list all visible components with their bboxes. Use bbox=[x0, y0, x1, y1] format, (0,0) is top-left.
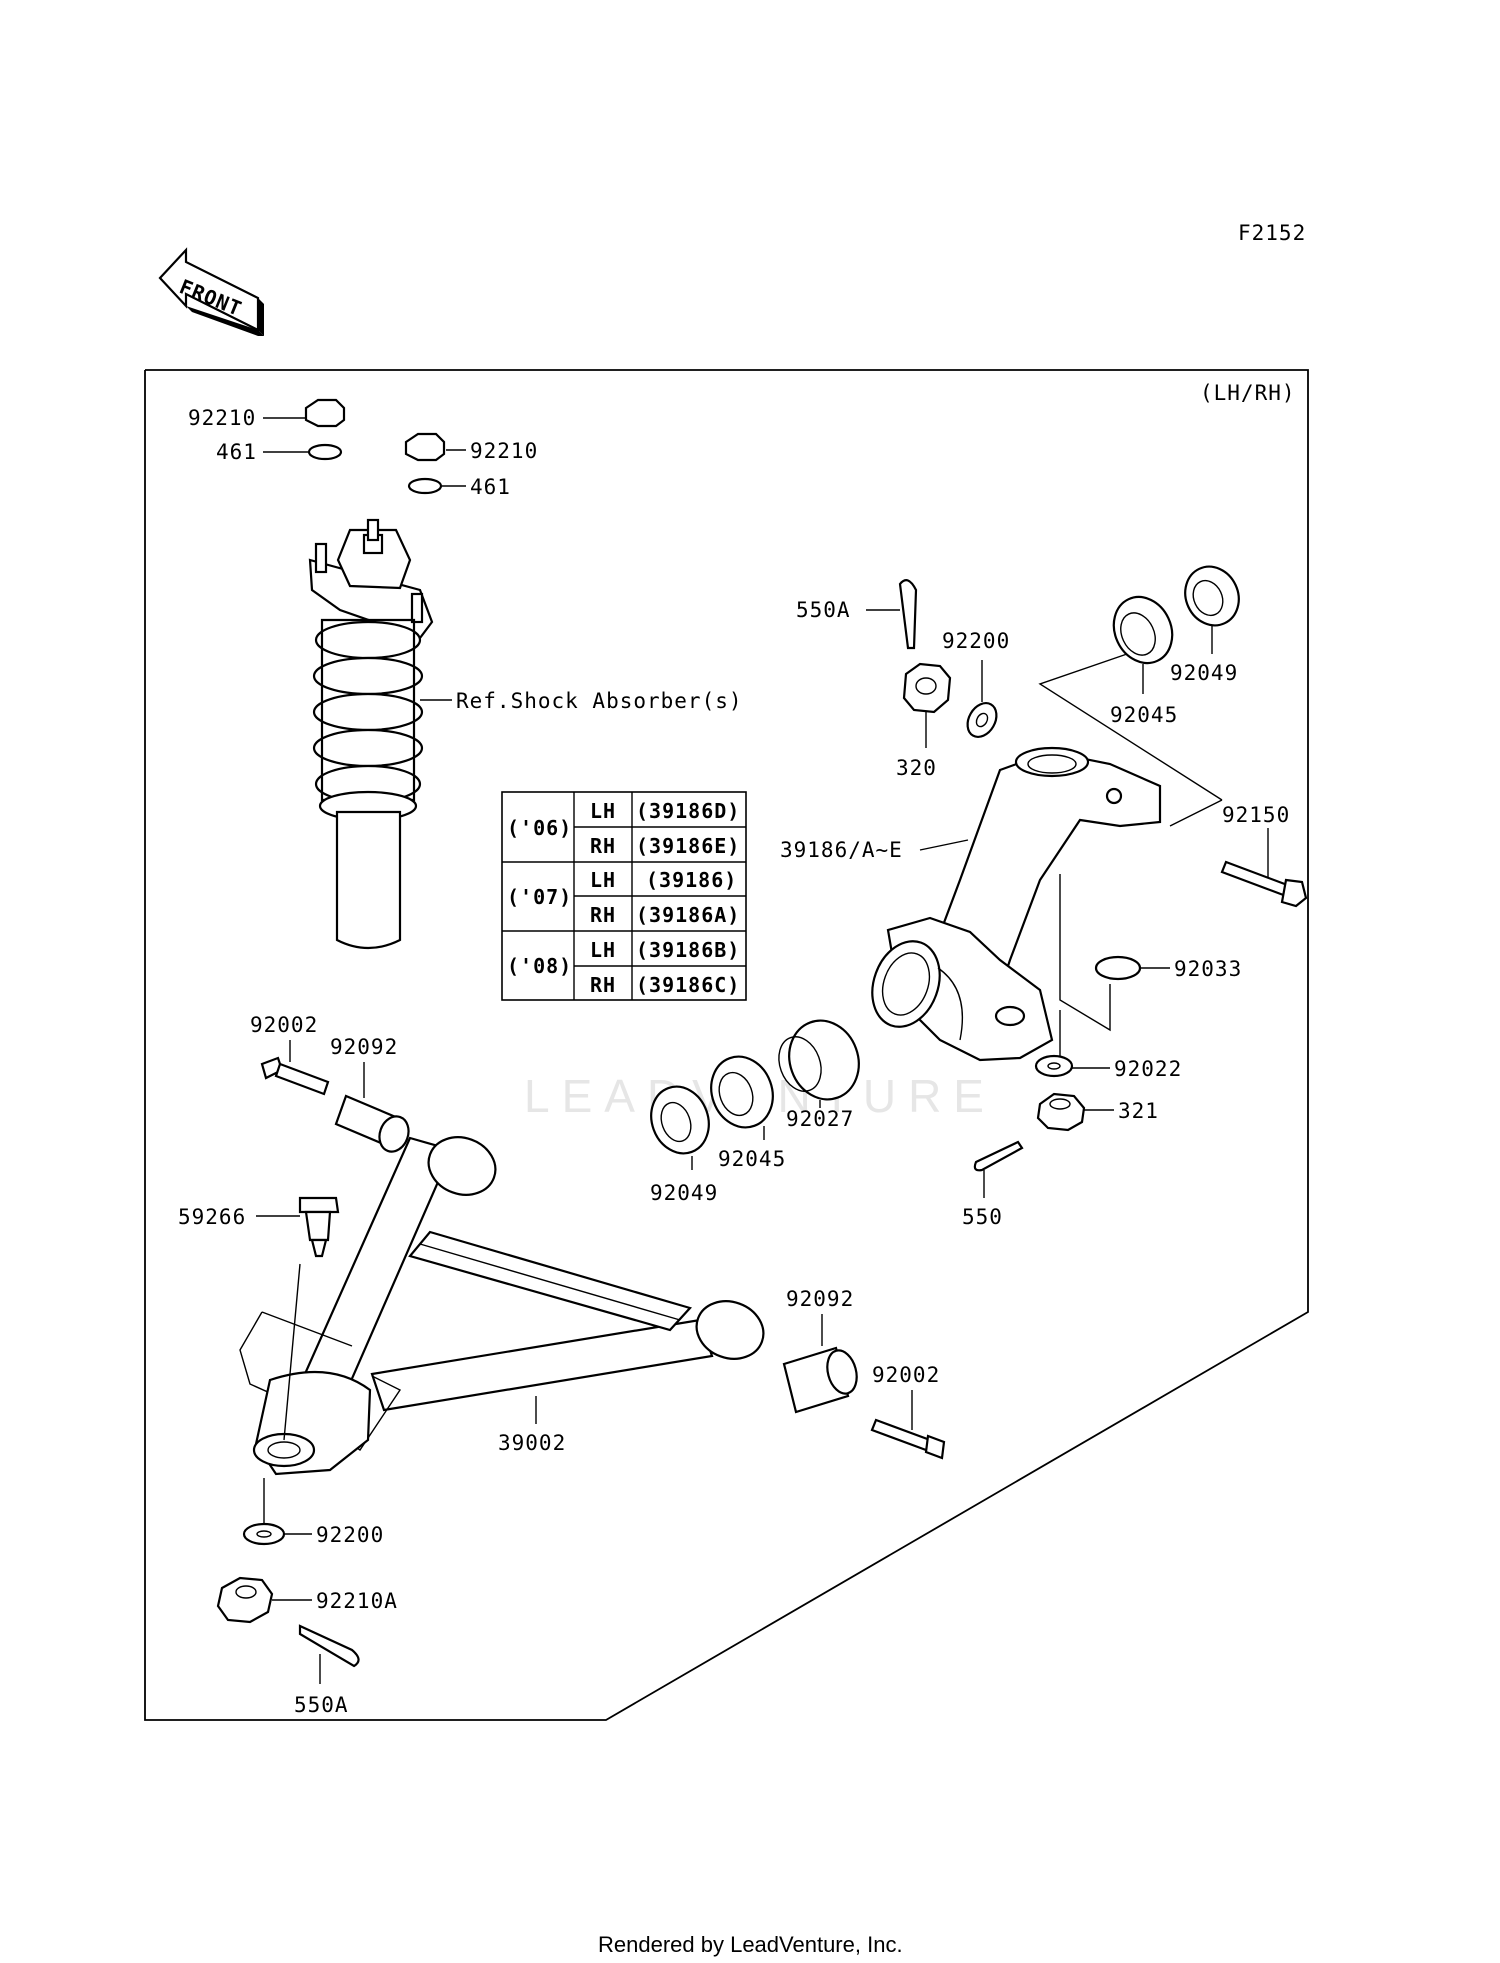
footer-credit: Rendered by LeadVenture, Inc. bbox=[598, 1932, 903, 1957]
year-08: ('08) bbox=[507, 954, 572, 978]
a-arm-hardware bbox=[216, 1056, 946, 1668]
side-note: (LH/RH) bbox=[1200, 381, 1296, 405]
callout-92210a: 92210A bbox=[316, 1589, 398, 1613]
row-08-lh: LH bbox=[590, 938, 616, 962]
callout-92150: 92150 bbox=[1222, 803, 1290, 827]
cell-08-lh: (39186B) bbox=[636, 938, 740, 962]
cell-08-rh: (39186C) bbox=[636, 973, 740, 997]
knuckle-callouts: 550A 92200 320 92045 92049 92150 39186/A… bbox=[650, 598, 1290, 1229]
callout-92045-top: 92045 bbox=[1110, 703, 1178, 727]
callout-39186: 39186/A~E bbox=[780, 838, 903, 862]
callout-92002-right: 92002 bbox=[872, 1363, 940, 1387]
cell-07-rh: (39186A) bbox=[636, 903, 740, 927]
cell-06-lh: (39186D) bbox=[636, 799, 740, 823]
callout-92210-left: 92210 bbox=[188, 406, 256, 430]
callout-92200-bottom: 92200 bbox=[316, 1523, 384, 1547]
callout-92092-right: 92092 bbox=[786, 1287, 854, 1311]
shock-ref-label: Ref.Shock Absorber(s) bbox=[456, 689, 743, 713]
header-rh: RH bbox=[590, 834, 616, 858]
steering-knuckle bbox=[871, 746, 1162, 1062]
cell-07-lh: (39186) bbox=[646, 868, 737, 892]
callout-321: 321 bbox=[1118, 1099, 1159, 1123]
callout-92092-left: 92092 bbox=[330, 1035, 398, 1059]
callout-39002: 39002 bbox=[498, 1431, 566, 1455]
callout-92027: 92027 bbox=[786, 1107, 854, 1131]
knuckle-hardware bbox=[650, 565, 1308, 1172]
year-06: ('06) bbox=[507, 816, 572, 840]
callout-92049-bottom: 92049 bbox=[650, 1181, 718, 1205]
row-07-rh: RH bbox=[590, 903, 616, 927]
a-arm-callouts: 92002 92092 59266 92092 92002 39002 9220… bbox=[178, 1013, 940, 1717]
callout-92210-right: 92210 bbox=[470, 439, 538, 463]
cell-06-rh: (39186E) bbox=[636, 834, 740, 858]
callout-550: 550 bbox=[962, 1205, 1003, 1229]
shock-callouts: 92210 461 92210 461 Ref.Shock Absorber(s… bbox=[188, 406, 743, 713]
header-lh: LH bbox=[590, 799, 616, 823]
callout-550a-top: 550A bbox=[796, 598, 851, 622]
a-arm bbox=[239, 1136, 765, 1476]
diagram-frame bbox=[144, 369, 1309, 1721]
callout-92045-bottom: 92045 bbox=[718, 1147, 786, 1171]
front-arrow-icon: FRONT bbox=[158, 247, 264, 336]
callout-320: 320 bbox=[896, 756, 937, 780]
callout-92002-left: 92002 bbox=[250, 1013, 318, 1037]
callout-59266: 59266 bbox=[178, 1205, 246, 1229]
row-07-lh: LH bbox=[590, 868, 616, 892]
callout-550a-bottom: 550A bbox=[294, 1693, 349, 1717]
callout-461-left: 461 bbox=[216, 440, 257, 464]
callout-92033: 92033 bbox=[1174, 957, 1242, 981]
callout-92022: 92022 bbox=[1114, 1057, 1182, 1081]
year-table: ('06) LH RH (39186D) (39186E) ('07) LH R… bbox=[501, 791, 747, 1001]
year-07: ('07) bbox=[507, 885, 572, 909]
callout-92049-top: 92049 bbox=[1170, 661, 1238, 685]
callout-92200-top: 92200 bbox=[942, 629, 1010, 653]
callout-461-right: 461 bbox=[470, 475, 511, 499]
shock-absorber bbox=[304, 398, 446, 950]
row-08-rh: RH bbox=[590, 973, 616, 997]
diagram-code: F2152 bbox=[1238, 221, 1306, 245]
